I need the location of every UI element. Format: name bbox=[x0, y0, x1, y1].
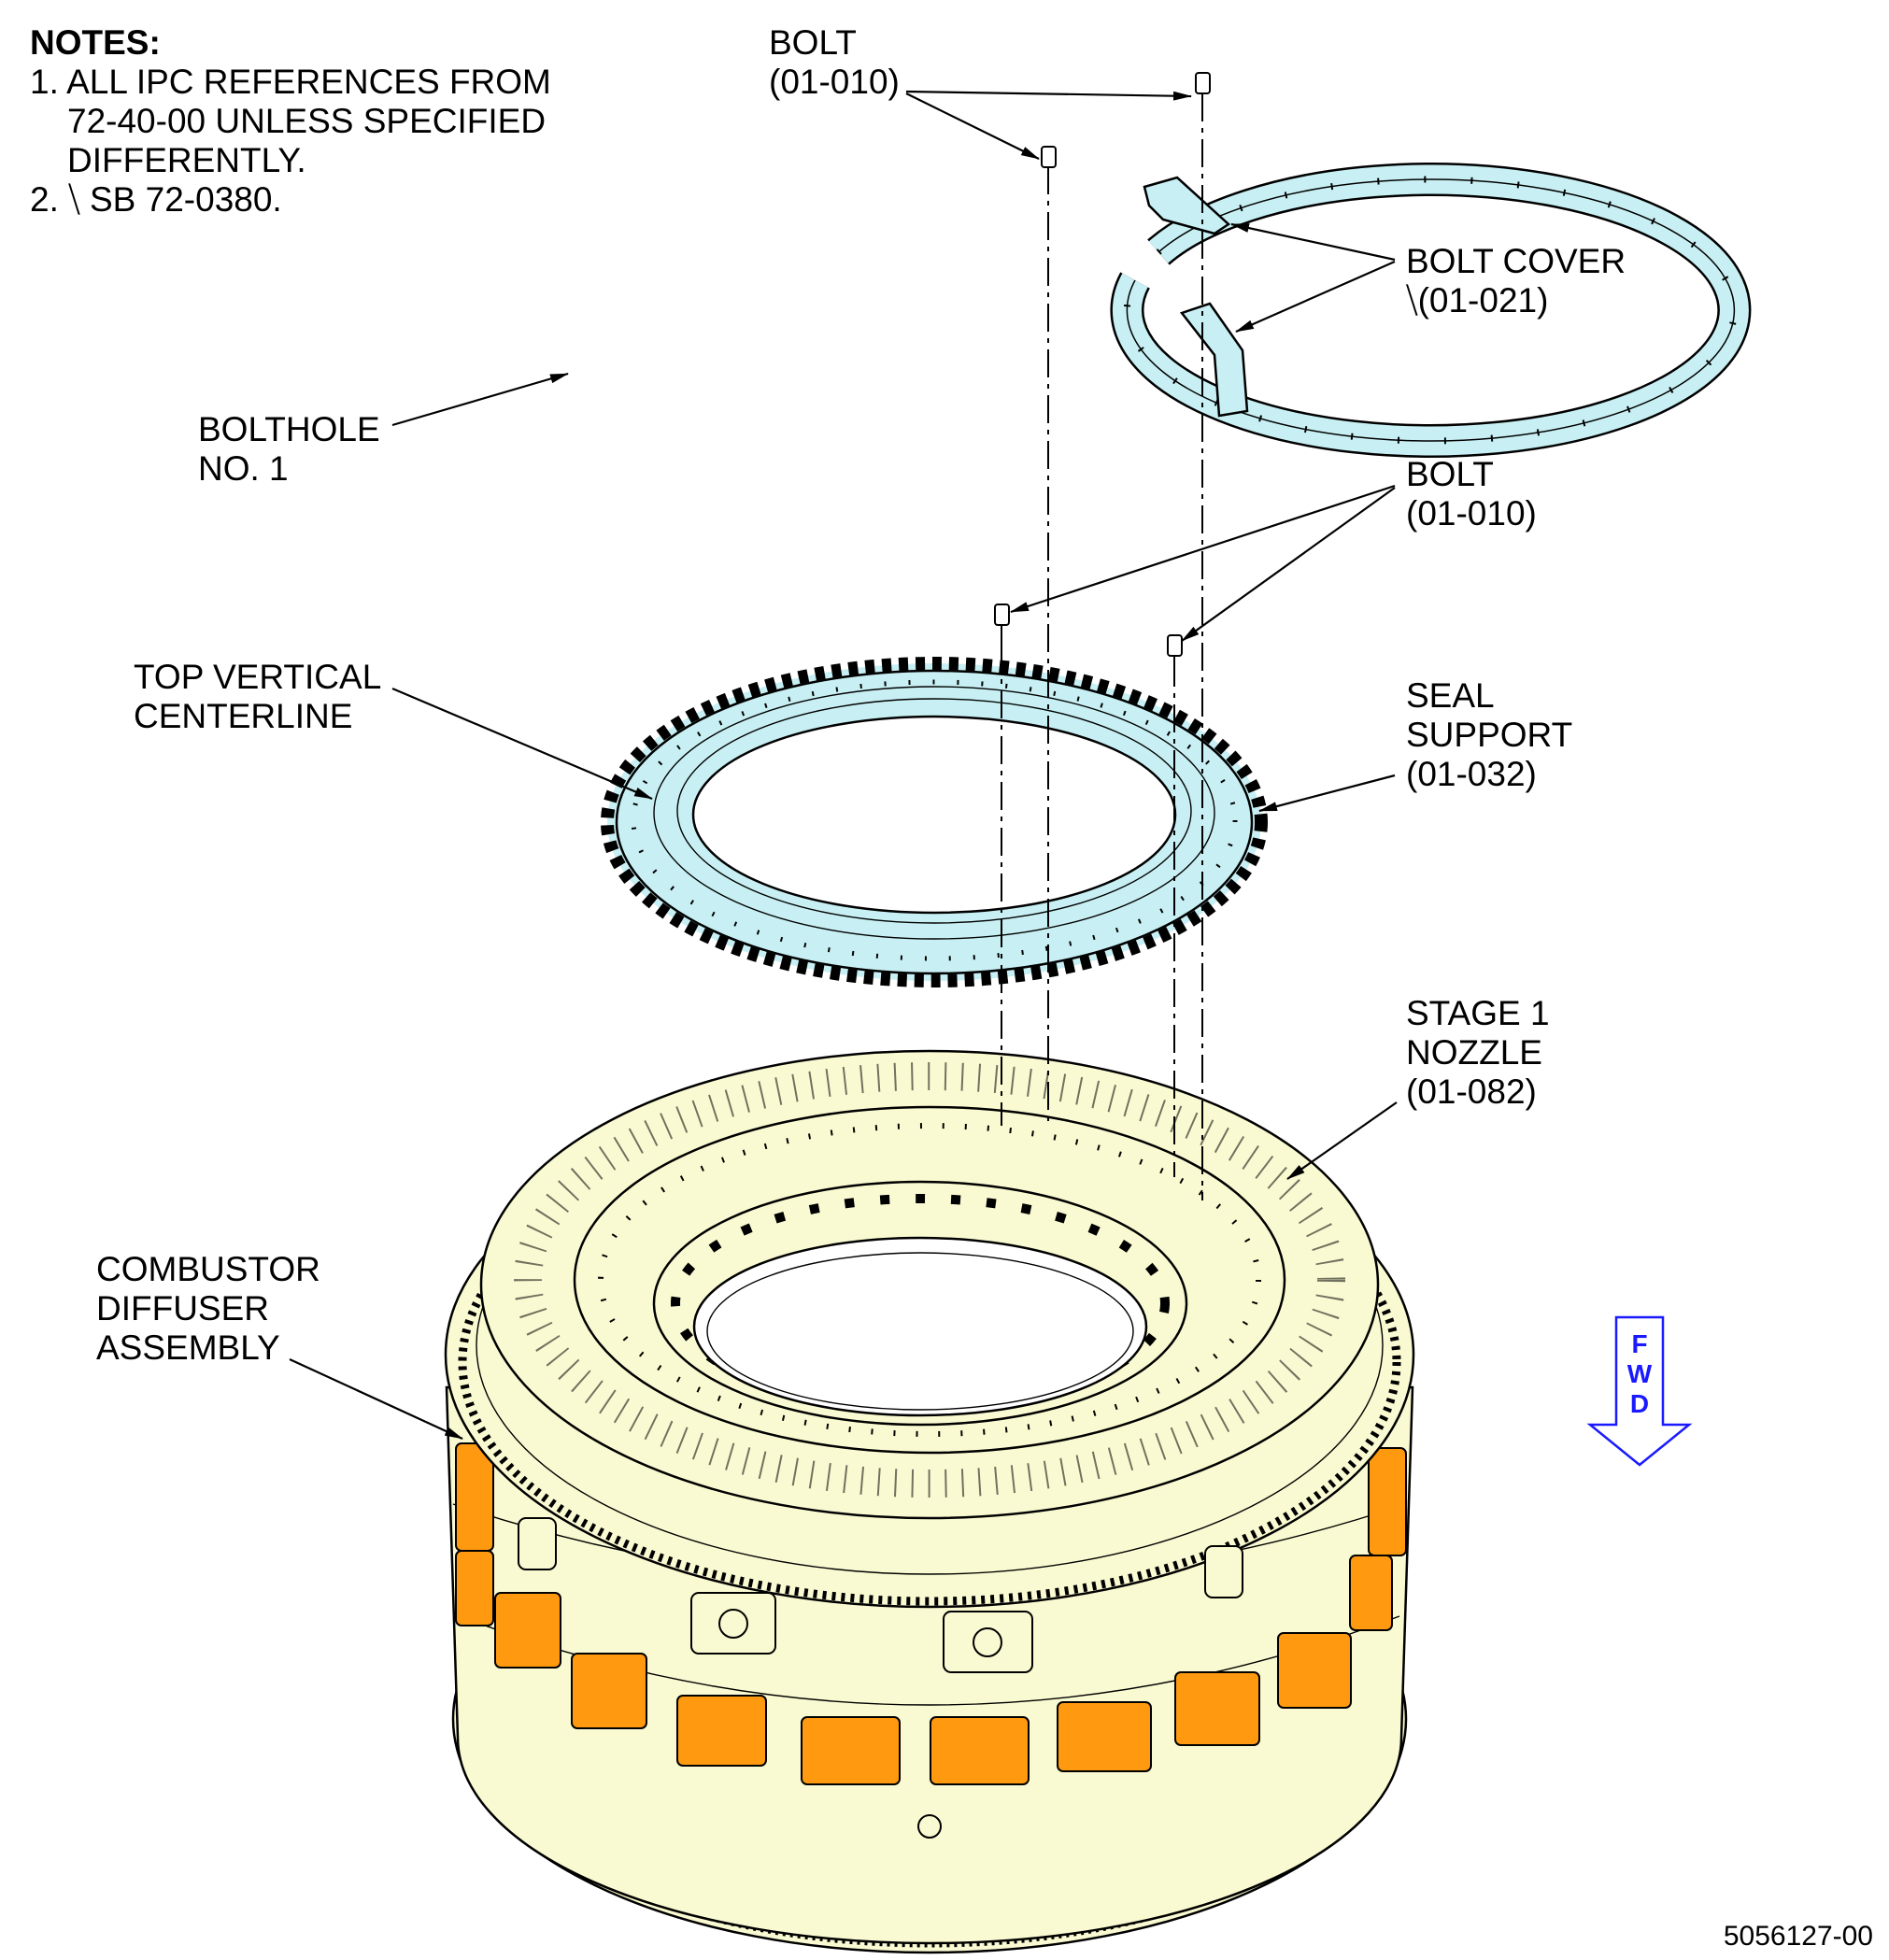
seal-support-label-line-3: (01-032) bbox=[1406, 755, 1537, 793]
top-centerline-label-line-1: TOP VERTICAL bbox=[134, 658, 381, 696]
stage-1-nozzle bbox=[479, 1049, 1380, 1520]
bolt-mid-label-line-2: (01-010) bbox=[1406, 494, 1537, 533]
seal-support-label-line-2: SUPPORT bbox=[1406, 716, 1572, 754]
combustor-boss bbox=[518, 1517, 557, 1570]
bolt-top-leader bbox=[905, 92, 1040, 160]
note-1-line-2: 72-40-00 UNLESS SPECIFIED bbox=[67, 102, 546, 140]
bolt-cover-upper bbox=[1143, 176, 1231, 235]
seal-support-label-line-1: SEAL bbox=[1406, 676, 1495, 715]
combustor-label-line-3: ASSEMBLY bbox=[96, 1328, 280, 1367]
bolt-cover-label-line-1: BOLT COVER bbox=[1406, 242, 1626, 280]
bolt-cover-leader bbox=[1230, 222, 1396, 262]
label-top-vertical-centerline: TOP VERTICAL CENTERLINE bbox=[134, 658, 653, 801]
combustor-pad bbox=[571, 1653, 647, 1729]
fwd-letter-f: F bbox=[1631, 1329, 1647, 1358]
combustor-pad bbox=[801, 1716, 901, 1785]
combustor-boss bbox=[1204, 1545, 1243, 1598]
nozzle-vanes bbox=[514, 1062, 1345, 1498]
bolt-head bbox=[1041, 146, 1057, 168]
combustor-pads bbox=[455, 1442, 1407, 1785]
combustor-pad bbox=[930, 1716, 1030, 1785]
label-bolt-top: BOLT (01-010) bbox=[769, 23, 1192, 160]
bolt-head bbox=[1195, 72, 1211, 94]
bolt-mid-label-line-1: BOLT bbox=[1406, 455, 1494, 493]
bolthole-label-line-2: NO. 1 bbox=[198, 449, 289, 488]
combustor-drain bbox=[917, 1814, 942, 1839]
label-bolthole: BOLTHOLE NO. 1 bbox=[198, 372, 569, 488]
combustor-pad bbox=[676, 1695, 767, 1767]
label-bolt-cover: BOLT COVER ⧹(01-021) bbox=[1230, 222, 1626, 334]
bolt-top-label-line-2: (01-010) bbox=[769, 63, 900, 101]
nozzle-leader bbox=[1286, 1101, 1398, 1180]
combustor-top-gear-teeth bbox=[458, 1118, 1401, 1606]
combustor-label-line-2: DIFFUSER bbox=[96, 1289, 269, 1328]
notes-heading: NOTES: bbox=[30, 23, 161, 62]
seal-support-inner-opening bbox=[691, 715, 1177, 915]
bolthole-leader bbox=[391, 372, 569, 427]
label-stage-1-nozzle: STAGE 1 NOZZLE (01-082) bbox=[1286, 994, 1550, 1180]
fwd-letter-w: W bbox=[1627, 1359, 1653, 1388]
seal-support-step bbox=[676, 698, 1192, 924]
nozzle-label-line-1: STAGE 1 bbox=[1406, 994, 1550, 1032]
bolt-cover-leader bbox=[1235, 260, 1396, 334]
bolt-centerlines bbox=[1001, 93, 1203, 1200]
bolt-mid-leader bbox=[1181, 487, 1396, 642]
label-bolt-mid: BOLT (01-010) bbox=[1010, 455, 1537, 642]
nozzle-label-line-2: NOZZLE bbox=[1406, 1033, 1542, 1072]
bolt-mid-leader bbox=[1010, 484, 1396, 614]
combustor-inner-opening bbox=[692, 1236, 1148, 1417]
fwd-letter-d: D bbox=[1630, 1389, 1649, 1418]
bolt-top-leader bbox=[905, 90, 1192, 101]
bolt-top-label-line-1: BOLT bbox=[769, 23, 857, 62]
label-combustor: COMBUSTOR DIFFUSER ASSEMBLY bbox=[96, 1250, 463, 1440]
split-ring bbox=[1110, 162, 1752, 458]
fwd-arrow: F W D bbox=[1586, 1315, 1693, 1467]
top-centerline-leader bbox=[391, 687, 653, 801]
combustor-label-line-1: COMBUSTOR bbox=[96, 1250, 320, 1288]
combustor-pad bbox=[455, 1442, 494, 1552]
combustor-leader bbox=[289, 1358, 463, 1440]
label-seal-support: SEAL SUPPORT (01-032) bbox=[1258, 676, 1572, 813]
combustor-bosses bbox=[518, 1517, 1243, 1839]
combustor-pad bbox=[1174, 1671, 1260, 1746]
split-ring-inner-line bbox=[1126, 178, 1736, 442]
bolt-cover-lower bbox=[1179, 302, 1249, 418]
note-1-line-3: DIFFERENTLY. bbox=[67, 141, 306, 179]
combustor-pad bbox=[1349, 1555, 1393, 1631]
inner-opening-lip bbox=[706, 1252, 1134, 1411]
seal-support bbox=[601, 657, 1268, 987]
combustor-boss-port bbox=[718, 1609, 748, 1639]
nozzle-bolt-circle bbox=[598, 1123, 1261, 1437]
combustor-boss-port bbox=[973, 1627, 1002, 1657]
combustor-pad bbox=[494, 1592, 561, 1669]
nozzle-label-line-3: (01-082) bbox=[1406, 1072, 1537, 1111]
combustor-pad bbox=[1057, 1701, 1152, 1772]
bolt-cover-label-line-2: ⧹(01-021) bbox=[1406, 281, 1548, 320]
figure-number: 5056127-00 bbox=[1724, 1921, 1873, 1952]
bolts bbox=[994, 72, 1211, 675]
bolt-head bbox=[994, 604, 1010, 626]
fwd-arrow-outline bbox=[1586, 1315, 1693, 1467]
combustor-pad bbox=[1277, 1632, 1352, 1709]
seal-support-bolt-circle bbox=[631, 679, 1238, 961]
top-centerline-label-line-2: CENTERLINE bbox=[134, 697, 352, 735]
note-1-line-1: 1. ALL IPC REFERENCES FROM bbox=[30, 63, 551, 101]
seal-support-leader bbox=[1258, 774, 1396, 813]
combustor-pad bbox=[455, 1550, 494, 1626]
combustor-pad bbox=[1368, 1447, 1407, 1556]
bolthole-label-line-1: BOLTHOLE bbox=[198, 410, 380, 448]
notes-block: NOTES: 1. ALL IPC REFERENCES FROM 72-40-… bbox=[30, 23, 551, 219]
seal-support-ridge bbox=[653, 686, 1215, 940]
note-2: 2. ⧹ SB 72-0380. bbox=[30, 180, 282, 219]
bolt-head bbox=[1167, 634, 1183, 657]
